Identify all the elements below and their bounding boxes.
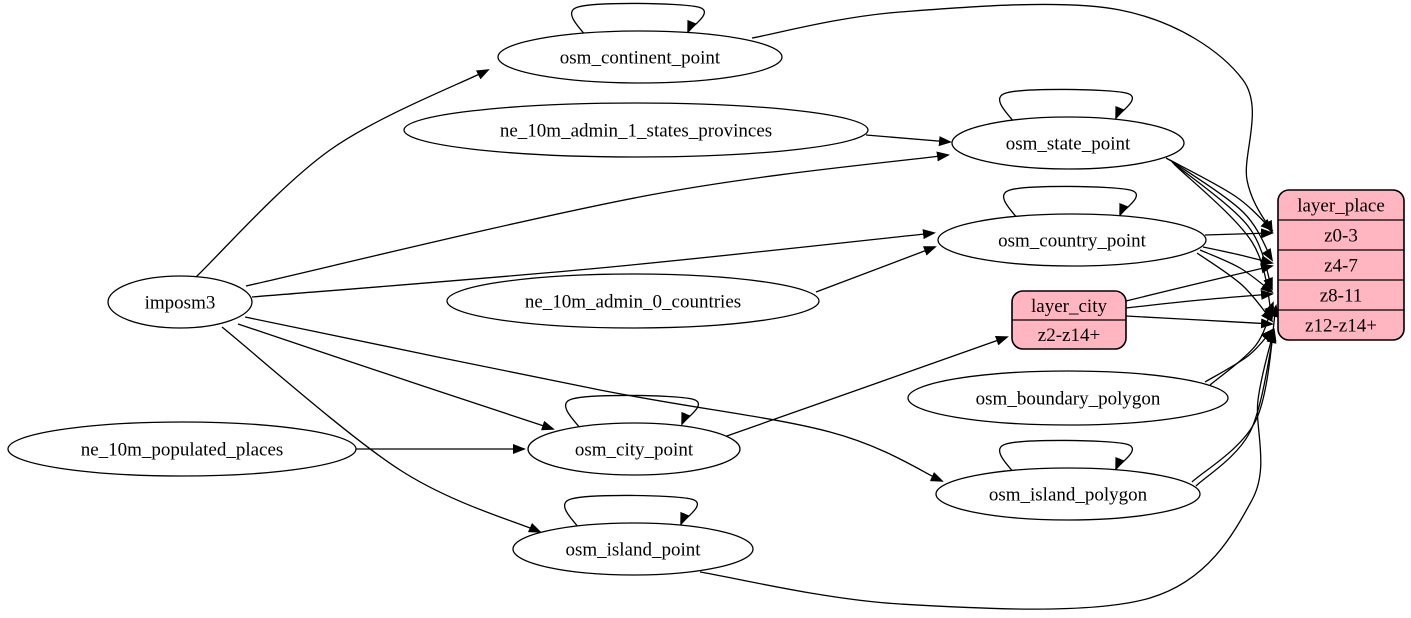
- osm_island_point-shape: [512, 522, 754, 576]
- node-osm_continent_point: osm_continent_point: [497, 30, 783, 84]
- osm_island_point-label: osm_island_point: [565, 539, 701, 560]
- osm_city_point-shape: [527, 422, 741, 476]
- node-osm_country_point: osm_country_point: [937, 213, 1207, 267]
- edge-layer_city-to-layer_place-z4-7: [1125, 263, 1274, 302]
- edge-osm_continent_point-to-layer_place-z0-3: [751, 3, 1273, 234]
- node-osm_boundary_polygon: osm_boundary_polygon: [907, 370, 1229, 426]
- layer_place-box: [1277, 189, 1405, 341]
- layer_place-row-z12-z14+: z12-z14+: [1305, 315, 1377, 336]
- ne_10m_populated_places-shape: [7, 421, 357, 477]
- edge-osm_island_polygon-self-loop: [998, 439, 1134, 477]
- edge-osm_island_polygon-to-layer_place-z12-z14+: [1195, 330, 1277, 487]
- ne_10m_populated_places-label: ne_10m_populated_places: [81, 439, 284, 460]
- osm_country_point-label: osm_country_point: [998, 230, 1146, 251]
- layer_place-title: layer_place: [1297, 195, 1385, 216]
- edge-osm_boundary_polygon-to-layer_place-z12-z14+: [1204, 328, 1274, 383]
- edge-osm_country_point-self-loop: [1002, 185, 1138, 223]
- edge-imposm3-to-osm_country_point: [251, 229, 936, 298]
- imposm3-shape: [107, 275, 253, 329]
- edge-osm_state_point-to-layer_place-z8-11: [1171, 161, 1273, 291]
- edge-imposm3-to-osm_island_polygon: [244, 316, 944, 482]
- edge-layer_city-to-layer_place-z12-z14+: [1125, 315, 1274, 329]
- osm_boundary_polygon-shape: [907, 370, 1229, 426]
- node-ne_10m_populated_places: ne_10m_populated_places: [7, 421, 357, 477]
- node-osm_island_polygon: osm_island_polygon: [935, 467, 1201, 521]
- ne_10m_admin_0_countries-shape: [446, 273, 820, 329]
- osm_city_point-label: osm_city_point: [575, 439, 694, 460]
- edge-layer_city-to-layer_place-z8-11: [1125, 289, 1274, 309]
- edge-imposm3-to-osm_state_point: [245, 151, 950, 287]
- layer_place-row-z0-3: z0-3: [1324, 225, 1358, 246]
- nodes-layer: imposm3 osm_continent_point ne_10m_admin_1…: [7, 30, 1405, 576]
- edge-osm_country_point-to-layer_place-z12-z14+: [1196, 252, 1274, 323]
- osm_continent_point-shape: [497, 30, 783, 84]
- edges-layer: [195, 2, 1280, 610]
- ne_10m_admin_1_states_provinces-label: ne_10m_admin_1_states_provinces: [500, 120, 772, 141]
- edge-ne_10m_admin_1_states_provinces-to-osm_state_point: [865, 134, 952, 147]
- edge-osm_city_point-self-loop: [564, 394, 700, 432]
- edge-imposm3-to-osm_continent_point: [195, 69, 490, 278]
- edge-osm_state_point-self-loop: [998, 88, 1134, 126]
- layer_city-title: layer_city: [1031, 296, 1107, 317]
- edge-osm_island_point-to-layer_place-z12-z14+: [699, 328, 1277, 610]
- layer_place-row-z4-7: z4-7: [1324, 255, 1358, 276]
- edge-imposm3-to-osm_island_point: [221, 326, 542, 533]
- edge-osm_continent_point-self-loop: [570, 2, 706, 40]
- node-layer_place: layer_place z0-3 z4-7 z8-11 z12-z14+: [1277, 189, 1405, 341]
- ne_10m_admin_0_countries-label: ne_10m_admin_0_countries: [525, 291, 741, 312]
- edge-osm_island_point-self-loop: [563, 494, 699, 532]
- osm_country_point-shape: [937, 213, 1207, 267]
- ne_10m_admin_1_states_provinces-shape: [403, 102, 869, 158]
- node-ne_10m_admin_1_states_provinces: ne_10m_admin_1_states_provinces: [403, 102, 869, 158]
- edge-osm_state_point-to-layer_place-z12-z14+: [1173, 163, 1275, 320]
- osm_island_polygon-shape: [935, 467, 1201, 521]
- edge-osm_country_point-to-layer_place-z8-11: [1199, 249, 1274, 294]
- osm_state_point-shape: [951, 116, 1185, 170]
- node-imposm3: imposm3: [107, 275, 253, 329]
- imposm3-label: imposm3: [145, 292, 216, 313]
- edge-imposm3-to-osm_city_point: [237, 323, 555, 431]
- edge-osm_country_point-to-layer_place-z4-7: [1202, 246, 1274, 266]
- osm_continent_point-label: osm_continent_point: [560, 47, 721, 68]
- node-osm_city_point: osm_city_point: [527, 422, 741, 476]
- edge-osm_state_point-to-layer_place-z0-3: [1165, 157, 1274, 232]
- osm_state_point-label: osm_state_point: [1006, 133, 1131, 154]
- node-ne_10m_admin_0_countries: ne_10m_admin_0_countries: [446, 273, 820, 329]
- edge-osm_state_point-to-layer_place-z4-7: [1169, 159, 1274, 262]
- layer_place-row-z8-11: z8-11: [1320, 285, 1363, 306]
- osm_boundary_polygon-label: osm_boundary_polygon: [976, 388, 1161, 409]
- edge-osm_country_point-to-layer_place-z0-3: [1204, 228, 1274, 239]
- osm_island_polygon-label: osm_island_polygon: [989, 484, 1148, 505]
- edge-osm_city_point-to-layer_city-z2-z14+: [723, 335, 1009, 438]
- layer_city-row-z2-z14+: z2-z14+: [1038, 325, 1100, 346]
- node-osm_state_point: osm_state_point: [951, 116, 1185, 170]
- edge-ne_10m_admin_0_countries-to-osm_country_point: [815, 246, 937, 293]
- node-osm_island_point: osm_island_point: [512, 522, 754, 576]
- node-layer_city: layer_city z2-z14+: [1011, 290, 1127, 350]
